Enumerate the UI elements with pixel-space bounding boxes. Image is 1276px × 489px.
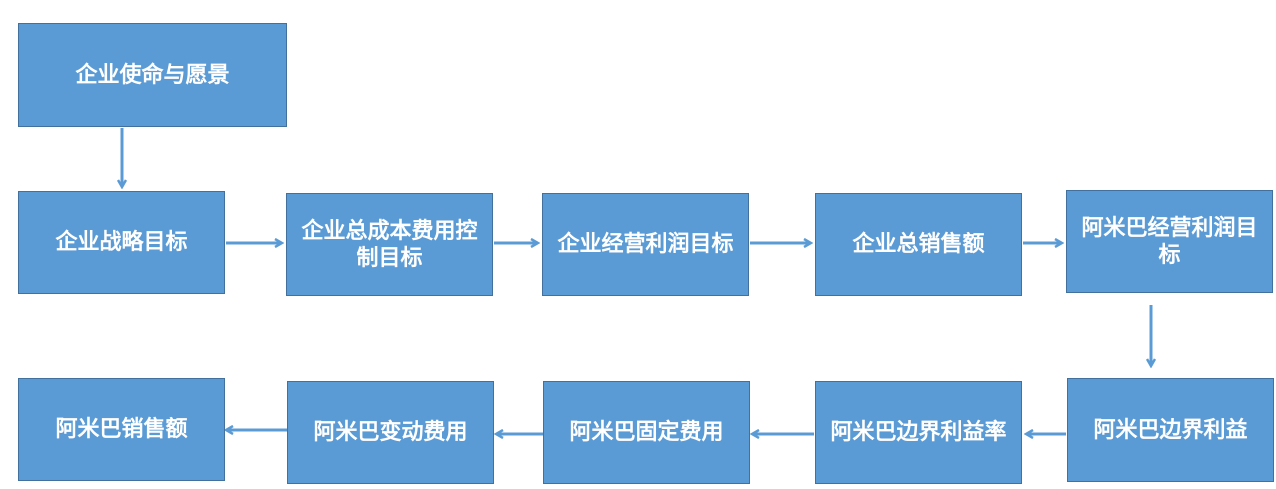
node-profit-label: 企业经营利润目标 xyxy=(557,232,734,257)
node-amoeba-sales: 阿米巴销售额 xyxy=(18,378,225,481)
node-margin-rate: 阿米巴边界利益率 xyxy=(815,381,1022,484)
node-profit: 企业经营利润目标 xyxy=(542,193,749,296)
node-cost-label: 企业总成本费用控制目标 xyxy=(301,218,478,271)
node-margin-label: 阿米巴边界利益 xyxy=(1093,417,1248,443)
node-variable-cost-label: 阿米巴变动费用 xyxy=(313,420,468,445)
node-strategy: 企业战略目标 xyxy=(18,191,225,294)
node-amoeba-profit: 阿米巴经营利润目标 xyxy=(1066,190,1273,293)
node-mission-label: 企业使命与愿景 xyxy=(75,62,230,88)
node-variable-cost: 阿米巴变动费用 xyxy=(287,381,494,484)
node-margin: 阿米巴边界利益 xyxy=(1067,378,1274,482)
node-strategy-label: 企业战略目标 xyxy=(55,230,188,255)
node-cost: 企业总成本费用控制目标 xyxy=(286,193,493,296)
node-sales: 企业总销售额 xyxy=(815,193,1022,296)
node-mission: 企业使命与愿景 xyxy=(18,23,287,127)
node-sales-label: 企业总销售额 xyxy=(852,232,985,257)
node-amoeba-sales-label: 阿米巴销售额 xyxy=(55,417,188,442)
node-fixed-cost-label: 阿米巴固定费用 xyxy=(569,420,724,445)
node-amoeba-profit-label: 阿米巴经营利润目标 xyxy=(1081,215,1258,268)
node-margin-rate-label: 阿米巴边界利益率 xyxy=(830,420,1007,445)
node-fixed-cost: 阿米巴固定费用 xyxy=(543,381,750,484)
